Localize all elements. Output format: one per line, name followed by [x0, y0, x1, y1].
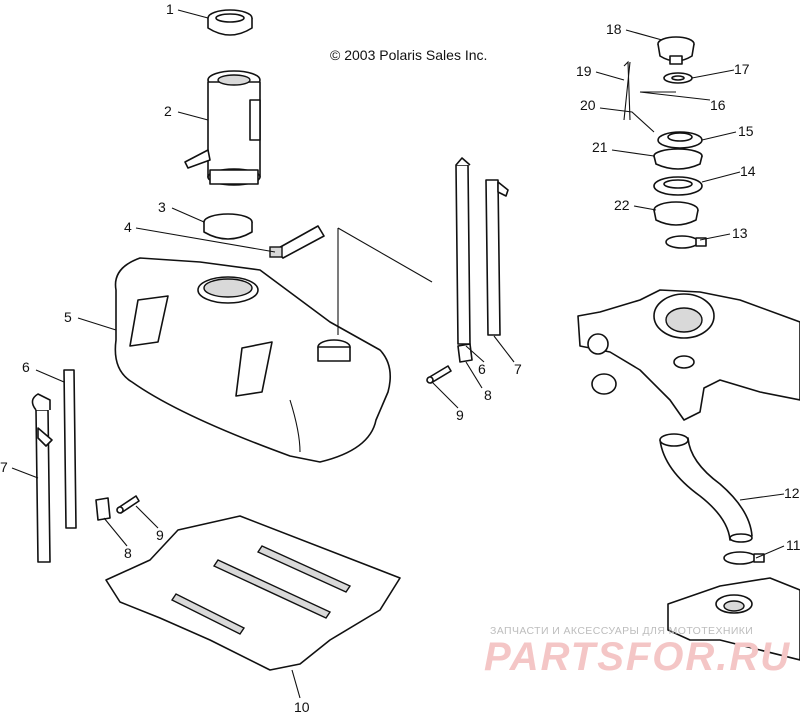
part-12-fill-hose: [659, 433, 753, 543]
watermark-logo-text: PARTSFOR.RU: [484, 635, 791, 679]
callout-17: 17: [734, 61, 750, 77]
callout-19: 19: [576, 63, 592, 79]
part-8-right-clip: [457, 343, 473, 363]
part-10-tank-pad: [105, 515, 401, 671]
part-6-right-strap: [455, 157, 471, 345]
part-7-right-bracket: [485, 179, 509, 336]
callout-4: 4: [124, 219, 132, 235]
callout-5: 5: [64, 309, 72, 325]
watermark: ЗАПЧАСТИ И АКСЕССУАРЫ ДЛЯ МОТОТЕХНИКИ PA…: [484, 625, 791, 679]
callout-2: 2: [164, 103, 172, 119]
callout-12: 12: [784, 485, 800, 501]
callout-15: 15: [738, 123, 754, 139]
part-18-fuel-cap: [657, 36, 695, 65]
part-9-left-pin: [116, 495, 140, 514]
callout-7-left: 7: [0, 459, 8, 475]
part-13-hose-clamp: [665, 235, 707, 249]
callout-10: 10: [294, 699, 310, 715]
part-5-fuel-tank: [114, 257, 391, 463]
leader-lines: [11, 9, 785, 699]
part-3-gasket: [203, 213, 253, 240]
callout-21: 21: [592, 139, 608, 155]
callout-11: 11: [786, 537, 800, 553]
callout-16: 16: [710, 97, 726, 113]
part-19-tether: [623, 60, 631, 121]
part-2-fuel-pump: [184, 70, 261, 186]
part-8-left-clip: [95, 497, 111, 521]
part-1-lock-ring: [207, 9, 253, 36]
part-21-neck-adapter: [653, 148, 703, 170]
watermark-russian-text: ЗАПЧАСТИ И АКСЕССУАРЫ ДЛЯ МОТОТЕХНИКИ: [490, 625, 753, 637]
callout-7-right: 7: [514, 361, 522, 377]
part-4-sender-arm: [269, 225, 325, 259]
part-22-clamp-nut: [653, 201, 699, 226]
callout-18: 18: [606, 21, 622, 37]
part-11-hose-clamp: [723, 551, 765, 565]
callout-8-left: 8: [124, 545, 132, 561]
callout-6-left: 6: [22, 359, 30, 375]
callout-13: 13: [732, 225, 748, 241]
callout-20: 20: [580, 97, 596, 113]
callout-1: 1: [166, 1, 174, 17]
part-6-left-strap: [63, 369, 77, 529]
part-9-right-pin: [426, 365, 452, 384]
callout-22: 22: [614, 197, 630, 213]
copyright-text: © 2003 Polaris Sales Inc.: [330, 47, 487, 63]
callout-14: 14: [740, 163, 756, 179]
part-17-washer: [663, 72, 693, 84]
callout-8-right: 8: [484, 387, 492, 403]
callout-3: 3: [158, 199, 166, 215]
callout-9-left: 9: [156, 527, 164, 543]
callout-6-right: 6: [478, 361, 486, 377]
part-15-neck-flange: [657, 131, 703, 149]
part-7-left-bracket: [31, 393, 53, 563]
vehicle-body-frame: [577, 289, 800, 421]
part-14-seal: [653, 176, 703, 196]
callout-9-right: 9: [456, 407, 464, 423]
sender-wire-2: [337, 227, 433, 283]
vehicle-lower-frame: [667, 577, 800, 661]
